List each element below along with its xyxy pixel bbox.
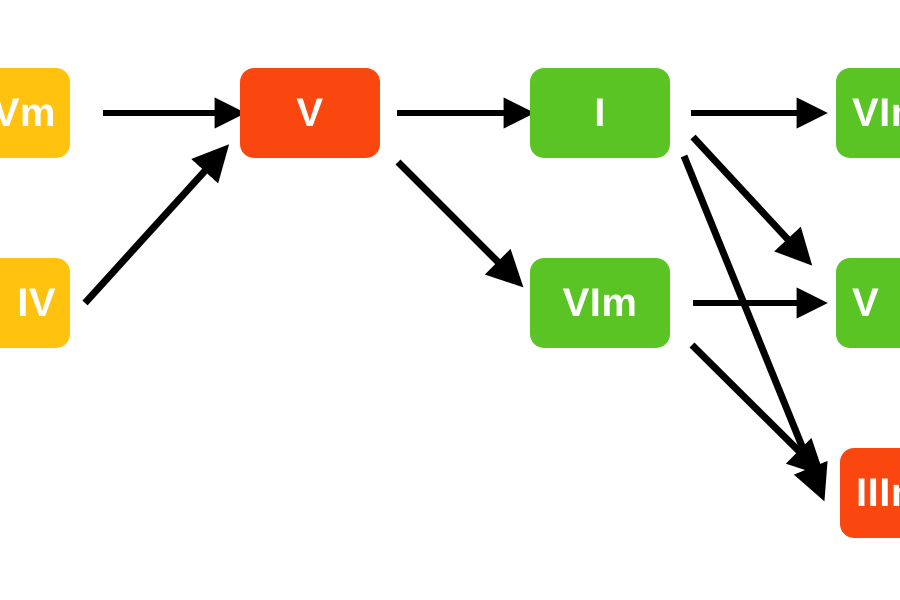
node-v-right-label: V — [852, 281, 880, 325]
node-i[interactable]: I — [530, 68, 670, 158]
edge-i-to-v2 — [690, 134, 813, 266]
node-vim-label: VIm — [562, 281, 638, 325]
edge-iv-to-v — [82, 144, 230, 306]
node-vim[interactable]: VIm — [530, 258, 670, 348]
node-vi-right-label: VIm — [852, 91, 900, 135]
node-vi-right[interactable]: VIm — [836, 68, 900, 158]
node-ivm[interactable]: IVm — [0, 68, 70, 158]
node-v-label: V — [296, 91, 324, 135]
node-iv[interactable]: IV — [0, 258, 70, 348]
node-v[interactable]: V — [240, 68, 380, 158]
edge-i-to-iii — [680, 154, 828, 502]
node-v-right[interactable]: V — [836, 258, 900, 348]
node-iii-right-label: IIIm — [856, 471, 900, 515]
edge-vim-to-iii — [689, 342, 825, 477]
node-i-label: I — [594, 91, 606, 135]
node-ivm-label: IVm — [0, 91, 56, 135]
node-iii-right[interactable]: IIIm — [840, 448, 900, 538]
edge-group — [82, 97, 828, 502]
edge-v-to-vim — [395, 159, 524, 288]
node-iv-label: IV — [17, 281, 56, 325]
